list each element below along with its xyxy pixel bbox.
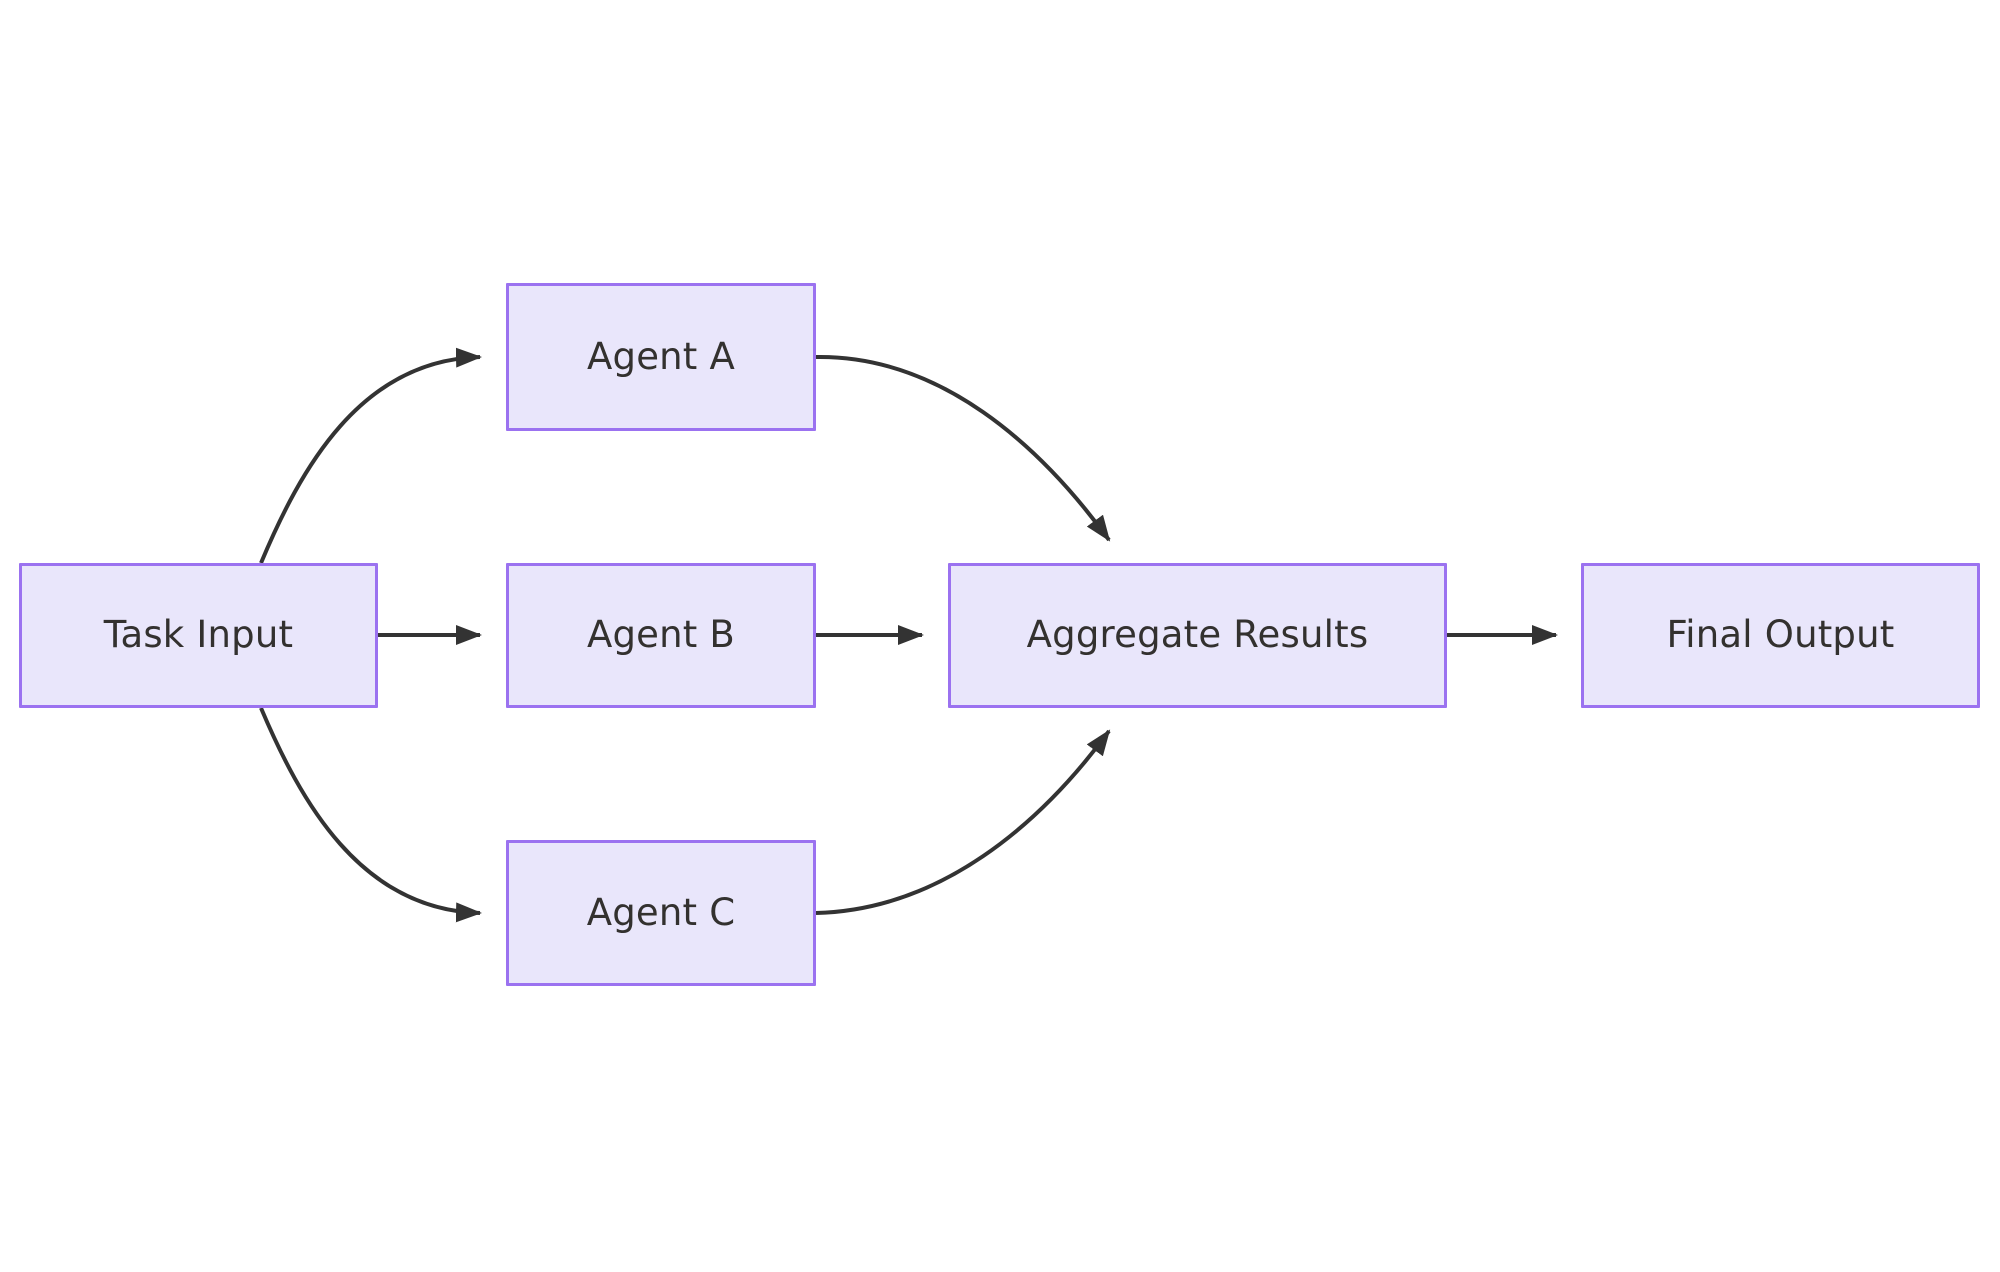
node-agent-b[interactable]: Agent B [506,563,816,708]
node-agent-c-label: Agent C [586,890,736,934]
node-agent-c[interactable]: Agent C [506,840,816,986]
edge-agent-c-to-aggregate [815,729,1111,915]
node-final-output[interactable]: Final Output [1581,563,1980,708]
node-agent-b-label: Agent B [586,613,736,657]
node-agent-a[interactable]: Agent A [506,283,816,431]
edge-agent-a-to-aggregate [815,354,1111,542]
edge-task-input-to-agent-a [259,347,482,564]
node-task-input[interactable]: Task Input [19,563,378,708]
node-aggregate-results-label: Aggregate Results [1026,613,1369,657]
node-aggregate-results[interactable]: Aggregate Results [948,563,1447,708]
edge-task-input-to-agent-c [259,707,482,923]
node-agent-a-label: Agent A [587,334,735,378]
node-task-input-label: Task Input [103,613,294,657]
node-final-output-label: Final Output [1666,613,1895,657]
